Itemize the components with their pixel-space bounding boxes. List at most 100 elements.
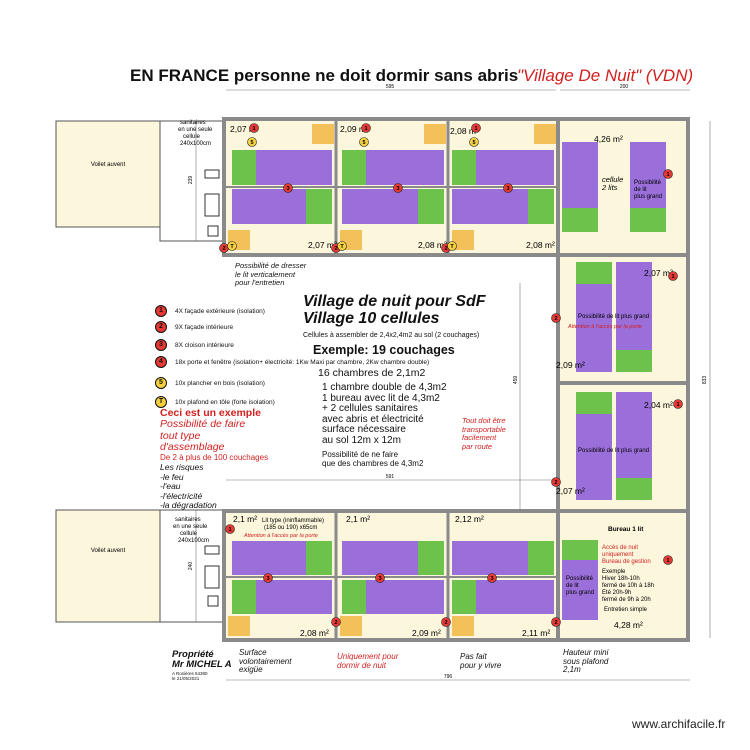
marker-circle xyxy=(663,555,673,565)
check-note: Possibilité de dresser le lit verticalem… xyxy=(235,261,307,287)
marker-label: 3 xyxy=(266,576,269,582)
marker-label: 1 xyxy=(671,274,674,280)
center-subtitle: Cellules à assembler de 2,4x2,4m2 au sol… xyxy=(303,332,480,339)
top-right-area: 4,26 m² xyxy=(594,134,623,144)
legend-text-4: 18x porte et fenêtre (isolation+ électri… xyxy=(175,358,430,366)
legend-text-6: 10x plafond en tôle (forte isolation) xyxy=(175,398,275,406)
bureau-ex-2: Hiver 18h-10h xyxy=(602,576,640,582)
center-tail: Possibilité de ne faire que des chambres… xyxy=(322,450,424,468)
legend-marker-4: 4 xyxy=(155,356,167,368)
center-example: Exemple: 19 couchages xyxy=(313,343,455,357)
marker-circle xyxy=(337,241,347,251)
legend-row-3: 3 8X cloison intérieure xyxy=(155,339,234,351)
marker-label: 1 xyxy=(474,126,477,132)
legend-row-5: 5 10x plancher en bois (isolation) xyxy=(155,377,265,389)
dim-left-height-bottom: 240 xyxy=(188,562,194,571)
sanitaires-top xyxy=(159,120,225,242)
center-title-2: Village 10 cellules xyxy=(303,310,440,327)
sanitaire-bottom-2: en une seule xyxy=(173,524,208,530)
dim-top-right-width: 200 xyxy=(620,84,629,90)
marker-circle xyxy=(361,123,371,133)
room-area-top-3: 2,08 m² xyxy=(450,126,479,136)
right-lower-area-top: 2,04 m² xyxy=(644,400,673,410)
marker-label: T xyxy=(450,244,454,250)
dim-top-width: 595 xyxy=(386,84,395,90)
marker-circle xyxy=(441,617,451,627)
top-right-label-2: 2 lits xyxy=(601,183,618,192)
bureau-area: 4,28 m² xyxy=(614,620,643,630)
bureau-ex-1: Exemple xyxy=(602,569,626,575)
legend-marker-5: 5 xyxy=(155,377,167,389)
bottom-note-surface: Surface volontairement exigüe xyxy=(239,648,292,674)
legend-text-3: 8X cloison intérieure xyxy=(175,341,234,349)
sanitaire-top-4: 240x100cm xyxy=(180,141,211,147)
room-area-bottom-lower-3: 2,11 m² xyxy=(522,628,550,638)
page-title: EN FRANCE personne ne doit dormir sans a… xyxy=(130,66,519,85)
marker-label: 5 xyxy=(472,140,475,146)
bureau-access-2: uniquement xyxy=(602,552,634,558)
sanitaire-top-2: en une seule xyxy=(178,127,213,133)
bureau-side-1: Possibilité xyxy=(566,576,594,582)
bottom-note-hauteur: Hauteur mini sous plafond 2,1m xyxy=(563,648,609,674)
dimension-lines xyxy=(195,89,711,681)
legend-row-6: T 10x plafond en tôle (forte isolation) xyxy=(155,396,275,408)
legend-text-1: 4X façade extérieure (isolation) xyxy=(175,307,265,315)
room-area-bottom-lower-1: 2,08 m² xyxy=(300,628,329,638)
legend-row-1: 1 4X façade extérieure (isolation) xyxy=(155,305,265,317)
marker-label: 1 xyxy=(666,558,669,564)
bottom-note-uniquement: Uniquement pour dormir de nuit xyxy=(337,652,399,670)
dim-inner-height: 459 xyxy=(513,376,519,385)
marker-label: 3 xyxy=(378,576,381,582)
example-note: Ceci est un exemple xyxy=(160,407,261,419)
marker-circle xyxy=(551,617,561,627)
owner-name: Propriété Mr MICHEL A xyxy=(172,649,232,670)
marker-circle xyxy=(551,477,561,487)
center-title: Village de nuit pour SdF Village 10 cell… xyxy=(303,293,486,327)
sanitaire-bottom-1: sanitaires xyxy=(175,517,201,523)
center-body: 1 chambre double de 4,3m2 1 bureau avec … xyxy=(322,382,447,446)
marker-label: 5 xyxy=(362,140,365,146)
auvent-bottom: Voilet auvent xyxy=(55,509,161,623)
bureau-ex-5: fermé de 9h à 20h xyxy=(602,597,651,603)
beds xyxy=(232,142,666,620)
marker-label: 3 xyxy=(490,576,493,582)
bed-warning: Attention à l'accès par la porte xyxy=(243,533,318,539)
marker-circle xyxy=(247,137,257,147)
right-upper-area-top: 2,07 m² xyxy=(644,268,673,278)
sanitaires-bottom xyxy=(159,509,225,623)
dim-mid-width: 591 xyxy=(386,474,395,480)
bottom-note-pas-fait: Pas fait pour y vivre xyxy=(460,652,502,670)
auvent-bottom-label: Voilet auvent xyxy=(91,548,126,554)
legend-row-2: 2 9X façade intérieure xyxy=(155,321,233,333)
watermark: www.archifacile.fr xyxy=(632,717,726,731)
sanitaire-bottom-4: 240x100cm xyxy=(178,538,209,544)
bureau-entretien: Entretien simple xyxy=(604,607,648,613)
marker-circle xyxy=(225,524,235,534)
right-lower-note: Possibilité de lit plus grand xyxy=(578,448,649,454)
center-title-1: Village de nuit pour SdF xyxy=(303,293,486,310)
marker-circle xyxy=(227,241,237,251)
center-rooms: 16 chambres de 2,1m2 xyxy=(318,367,426,379)
sanitaire-top-3: cellule xyxy=(183,134,201,140)
marker-label: 2 xyxy=(334,246,337,252)
legend-text-2: 9X façade intérieure xyxy=(175,323,234,331)
top-right-side-2: de lit xyxy=(634,187,647,193)
room-area-bottom-1: 2,1 m² xyxy=(233,514,257,524)
marker-label: 1 xyxy=(252,126,255,132)
bureau-access-1: Accès de nuit xyxy=(602,545,638,551)
marker-circle xyxy=(551,313,561,323)
page-title-red: "Village De Nuit" (VDN) xyxy=(517,66,694,85)
doors xyxy=(228,124,556,636)
legend-marker-6: T xyxy=(155,396,167,408)
dim-left-height-top: 239 xyxy=(188,176,194,185)
marker-label: 2 xyxy=(334,620,337,626)
marker-circle xyxy=(331,617,341,627)
right-upper-note: Possibilité de lit plus grand xyxy=(578,314,649,320)
top-right-side-3: plus grand xyxy=(634,194,662,200)
legend-row-4: 4 18x porte et fenêtre (isolation+ élect… xyxy=(155,356,429,368)
marker-label: 2 xyxy=(444,246,447,252)
bureau-side-2: de lit xyxy=(566,583,579,589)
risks-note: Les risques -le feu -l'eau -l'électricit… xyxy=(160,462,217,510)
